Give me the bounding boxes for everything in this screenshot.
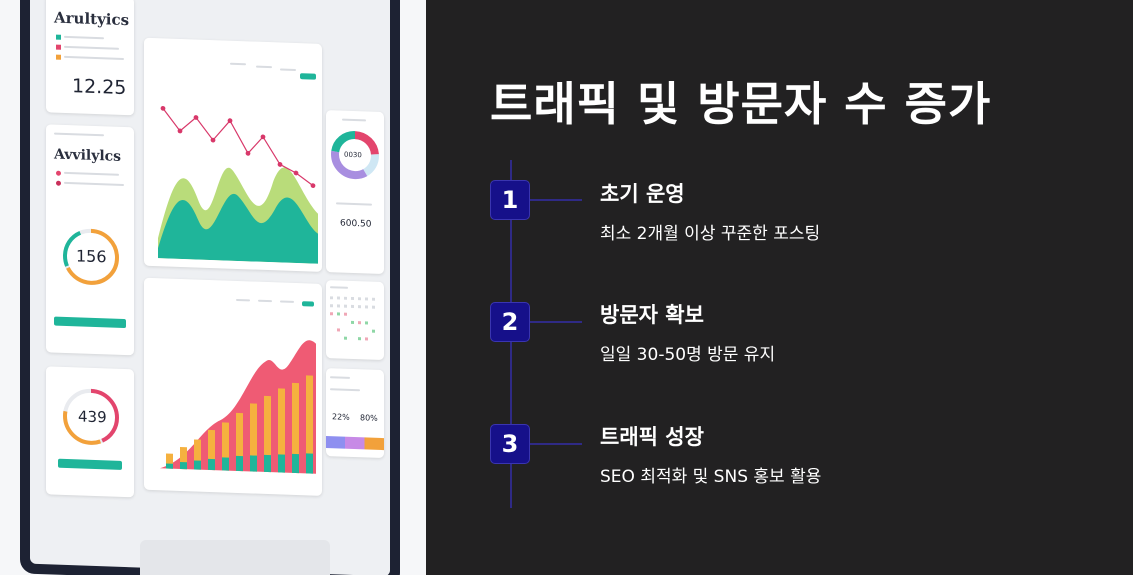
legend-dot-teal: [56, 34, 61, 40]
donut-label: 0030: [344, 150, 362, 160]
donut-value: 600.50: [340, 218, 372, 230]
ring-value-2: 439: [78, 407, 107, 427]
area-chart: [158, 105, 318, 264]
area-chart-card: [144, 37, 322, 272]
step-1-title: 초기 운영: [600, 182, 685, 206]
activity-card: Avvilylcs 156: [46, 124, 134, 356]
slide-title: 트래픽 및 방문자 수 증가: [490, 77, 992, 131]
score-card-button: [58, 458, 122, 470]
activity-card-title: Avvilylcs: [54, 146, 122, 165]
step-2-number: 2: [490, 302, 530, 342]
bar-chart: [160, 340, 316, 474]
kpi-card: 22% 80%: [326, 368, 384, 459]
bar-chart-card: [144, 277, 322, 496]
step-2-connector: [530, 321, 582, 323]
step-3-connector: [530, 443, 582, 445]
legend-dot-pink: [56, 44, 61, 50]
kpi-value-1: 22%: [332, 412, 350, 422]
calendar-card: [326, 280, 384, 361]
step-3-title: 트래픽 성장: [600, 425, 704, 449]
analytics-card-value: 12.25: [72, 75, 127, 100]
donut-chart: [331, 131, 379, 180]
analytics-card-title: Arultyics: [54, 8, 130, 30]
step-1-connector: [530, 199, 582, 201]
score-ring-chart: [63, 388, 119, 445]
monitor-screen: Arultyics 12.25 Avvilylcs 156: [30, 0, 390, 575]
kpi-color-strip: [326, 436, 384, 451]
dashboard-illustration: Arultyics 12.25 Avvilylcs 156: [0, 0, 426, 575]
activity-card-button: [54, 316, 126, 329]
activity-ring-chart: [63, 228, 119, 285]
step-2-title: 방문자 확보: [600, 303, 704, 327]
monitor-stand: [140, 540, 330, 575]
step-1-number: 1: [490, 180, 530, 220]
analytics-card: Arultyics 12.25: [46, 0, 134, 116]
content-panel: 트래픽 및 방문자 수 증가 1 초기 운영 최소 2개월 이상 꾸준한 포스팅…: [426, 0, 1133, 575]
step-1-description: 최소 2개월 이상 꾸준한 포스팅: [600, 224, 821, 244]
calendar-grid: [330, 296, 375, 341]
step-3-description: SEO 최적화 및 SNS 홍보 활용: [600, 467, 822, 487]
score-card: 439: [46, 366, 134, 498]
step-2-description: 일일 30-50명 방문 유지: [600, 345, 776, 365]
kpi-value-2: 80%: [360, 413, 378, 423]
donut-card: 0030 600.50: [326, 110, 384, 275]
legend-dot-orange: [56, 54, 61, 60]
ring-value-1: 156: [76, 246, 107, 267]
step-3-number: 3: [490, 424, 530, 464]
